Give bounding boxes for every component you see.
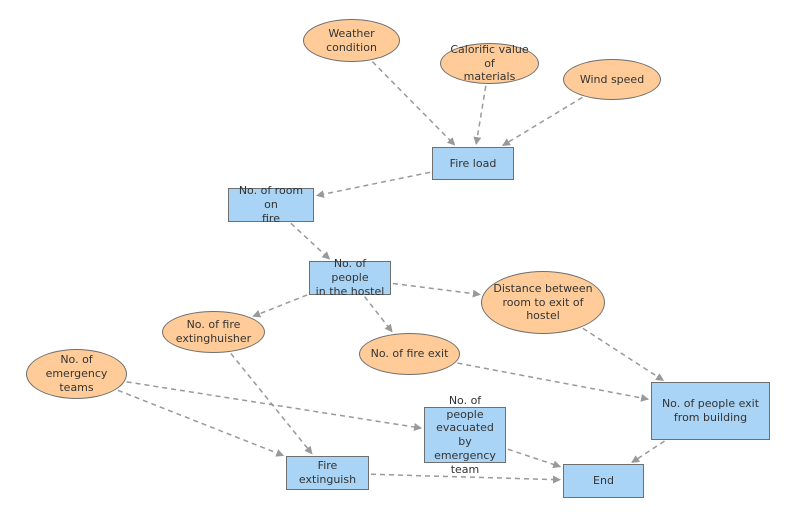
calorific-value-node: Calorific value of materials [440, 43, 539, 84]
edge-people-to-extinguisher [252, 294, 308, 318]
rooms-on-fire-node: No. of room on fire [228, 184, 314, 225]
edge-calorific-to-fire_load [473, 85, 487, 146]
edge-emergency_teams-to-extinguish [117, 389, 285, 457]
edge-people-to-fire_exit [363, 296, 393, 333]
wind-speed-node: Wind speed [563, 59, 661, 100]
end-node: End [563, 464, 644, 498]
weather-condition-node: Weather condition [303, 19, 400, 62]
fire-exit-node: No. of fire exit [359, 333, 460, 375]
distance-node: Distance between room to exit of hostel [481, 271, 605, 334]
people-in-hostel-node: No. of people in the hostel [309, 257, 391, 298]
fire-load-node: Fire load [432, 147, 514, 180]
edge-people-to-distance [392, 282, 481, 298]
fire-extinguisher-node: No. of fire extinghuisher [162, 311, 265, 353]
edge-emergency_teams-to-evacuated [126, 381, 423, 431]
edge-weather-to-fire_load [371, 61, 456, 146]
edge-extinguisher-to-extinguish [230, 353, 313, 455]
fire-extinguish-node: Fire extinguish [286, 456, 369, 490]
edge-rooms-to-people [290, 222, 331, 260]
people-evacuated-node: No. of people evacuated by emergency tea… [424, 394, 506, 476]
people-exit-building-node: No. of people exit from building [651, 382, 770, 440]
edge-extinguish-to-end [370, 473, 562, 484]
edge-fire_load-to-rooms [315, 171, 431, 199]
edge-distance-to-exit_building [582, 327, 665, 381]
emergency-teams-node: No. of emergency teams [26, 349, 127, 399]
edge-wind-to-fire_load [502, 96, 583, 147]
edge-evacuated-to-end [507, 448, 562, 469]
edge-exit_building-to-end [631, 440, 665, 463]
